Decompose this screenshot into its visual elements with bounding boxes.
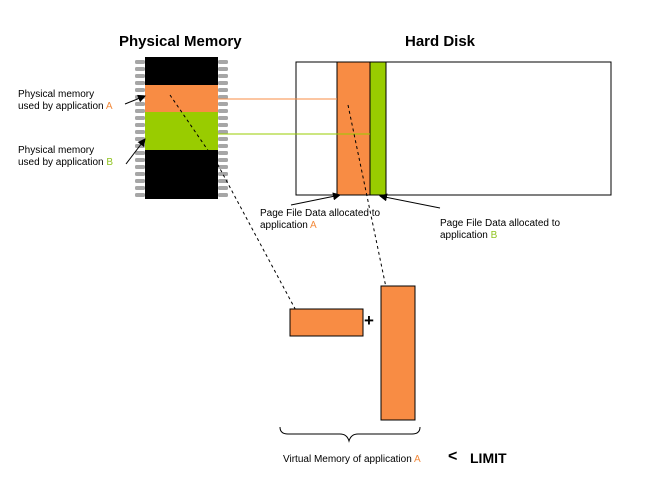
chip-pin — [218, 81, 228, 85]
chip-pin — [218, 172, 228, 176]
page-b-prefix: application — [440, 230, 491, 241]
chip-pin — [135, 116, 145, 120]
page-file-app-b — [369, 61, 387, 196]
chip-pin — [218, 193, 228, 197]
chip-pin — [135, 186, 145, 190]
chip-pin — [135, 130, 145, 134]
page-a-prefix: application — [260, 220, 311, 231]
chip-pin — [218, 179, 228, 183]
chip-pin — [135, 193, 145, 197]
page-file-app-a — [336, 61, 371, 196]
chip-pin — [135, 165, 145, 169]
label-a-prefix: used by application — [18, 101, 106, 112]
chip-pin — [218, 137, 228, 141]
chip-pin — [135, 102, 145, 106]
chip-pin — [218, 116, 228, 120]
virtual-memory-brace — [279, 426, 421, 443]
chip-pin — [218, 109, 228, 113]
label-b-prefix: used by application — [18, 157, 107, 168]
dashed-arrow-chip-to-virtual — [169, 94, 301, 319]
virtual-memory-label: Virtual Memory of application A — [283, 454, 421, 466]
less-than-sign: < — [448, 448, 458, 465]
chip-pin — [135, 172, 145, 176]
chip-pins — [135, 60, 228, 197]
chip-pin — [218, 151, 228, 155]
page-a-line2: application A — [260, 220, 380, 232]
virtual-memory-letter: A — [414, 454, 421, 465]
chip-pin — [218, 102, 228, 106]
chip-pin — [218, 158, 228, 162]
pointer-arrow-page-b — [379, 193, 441, 209]
chip-pin — [218, 165, 228, 169]
physical-memory-title: Physical Memory — [119, 33, 242, 50]
page-b-line1: Page File Data allocated to — [440, 218, 561, 229]
chip-segment-app-a — [145, 85, 218, 112]
chip-pin — [218, 186, 228, 190]
page-b-line2: application B — [440, 230, 560, 242]
label-physical-memory-b: Physical memory used by application B — [18, 145, 113, 169]
chip-pin — [135, 67, 145, 71]
chip-pin — [135, 74, 145, 78]
chip-pin — [135, 88, 145, 92]
label-a-line2: used by application A — [18, 101, 113, 113]
label-page-file-a: Page File Data allocated to application … — [260, 208, 380, 232]
chip-pin — [218, 95, 228, 99]
label-physical-memory-a: Physical memory used by application A — [18, 89, 113, 113]
label-b-line2: used by application B — [18, 157, 113, 169]
chip-segment-app-b — [145, 112, 218, 150]
page-a-letter: A — [310, 220, 317, 231]
chip-pin — [218, 74, 228, 78]
chip-pin — [135, 151, 145, 155]
chip-pin — [135, 60, 145, 64]
chip-pin — [218, 60, 228, 64]
virtual-block-physical-part — [289, 308, 364, 337]
label-page-file-b: Page File Data allocated to application … — [440, 218, 560, 242]
label-b-line1: Physical memory — [18, 145, 95, 156]
hard-disk-title: Hard Disk — [405, 33, 476, 50]
plus-sign: + — [364, 311, 374, 330]
limit-label: LIMIT — [470, 450, 507, 466]
virtual-block-disk-part — [380, 285, 416, 421]
chip-pin — [135, 179, 145, 183]
label-a-letter: A — [105, 101, 113, 112]
chip-pin — [135, 123, 145, 127]
label-a-line1: Physical memory — [18, 89, 95, 100]
chip-pin — [218, 144, 228, 148]
chip-pin — [135, 158, 145, 162]
chip-pin — [135, 81, 145, 85]
chip-pin — [218, 123, 228, 127]
pointer-arrow-a — [124, 94, 146, 105]
label-b-letter: B — [106, 157, 114, 168]
chip-pin — [218, 130, 228, 134]
page-b-letter: B — [490, 230, 498, 241]
page-a-line1: Page File Data allocated to — [260, 208, 381, 219]
pointer-arrow-page-a — [290, 192, 341, 206]
chip-pin — [218, 88, 228, 92]
chip-pin — [135, 109, 145, 113]
virtual-memory-prefix: Virtual Memory of application — [283, 454, 414, 465]
chip-pin — [218, 67, 228, 71]
pointer-arrow-b — [125, 138, 146, 165]
